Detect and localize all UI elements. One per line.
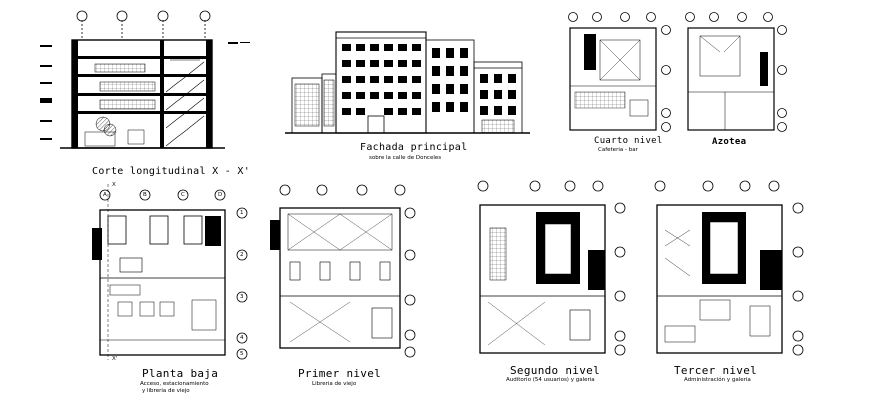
subtitle-tercer-nivel: Administración y galeria [684, 377, 751, 383]
subtitle-primer-nivel: Libreria de viejo [312, 381, 357, 387]
drawing-corte-longitudinal [40, 10, 250, 149]
drawing-fachada-principal [285, 31, 530, 134]
corte-axis-bubbles [76, 10, 211, 40]
axis-label-3: 3 [240, 294, 244, 300]
title-tercer-nivel: Tercer nivel [674, 364, 758, 377]
section-mark-x-prime: X' [112, 356, 118, 362]
axis-label-c: C [181, 192, 185, 198]
title-segundo-nivel: Segundo nivel [510, 364, 600, 377]
level-markers [40, 45, 52, 140]
azotea-axis-bubbles [685, 12, 787, 132]
segundo-axis-bubbles [477, 180, 626, 356]
drawing-primer-nivel [270, 184, 416, 358]
title-primer-nivel: Primer nivel [298, 367, 382, 380]
title-fachada-principal: Fachada principal [360, 142, 468, 153]
subtitle-planta-baja-2: y libreria de viejo [142, 388, 190, 394]
facade-middle-windows [432, 48, 468, 112]
axis-label-1: 1 [240, 210, 244, 216]
planta-baja-axis-bubbles [99, 189, 248, 360]
facade-left-windows [294, 79, 335, 127]
floor-slabs [72, 56, 212, 114]
axis-label-b: B [143, 192, 147, 198]
cuarto-axis-bubbles [568, 12, 671, 132]
title-cuarto-nivel: Cuarto nivel [594, 136, 663, 146]
axis-label-a: A [103, 192, 107, 198]
subtitle-planta-baja-1: Acceso, estacionamiento [140, 381, 209, 387]
subtitle-cuarto-nivel: Cafeteria - bar [598, 147, 638, 153]
drawing-azotea [685, 12, 787, 132]
auditorium-seats [489, 227, 507, 281]
primer-axis-bubbles [279, 184, 416, 358]
title-corte-longitudinal: Corte longitudinal X - X' [92, 166, 251, 177]
title-planta-baja: Planta baja [142, 367, 219, 380]
tercer-furniture [664, 299, 771, 343]
facade-right-windows [480, 74, 516, 115]
axis-label-2: 2 [240, 252, 244, 258]
subtitle-segundo-nivel: Auditorio (54 usuarios) y galeria [506, 377, 595, 383]
section-columns [72, 40, 212, 148]
tercer-axis-bubbles [654, 180, 804, 356]
drawing-cuarto-nivel [568, 12, 671, 132]
primer-shelves [289, 261, 391, 281]
drawing-planta-baja [92, 184, 248, 360]
section-stairs [165, 61, 205, 147]
axis-label-4: 4 [240, 335, 244, 341]
axis-label-5: 5 [240, 351, 244, 357]
drawing-segundo-nivel [477, 180, 626, 356]
level-ticks-right [228, 42, 250, 44]
facade-main-windows [342, 44, 421, 115]
axis-label-d: D [218, 192, 223, 198]
subtitle-fachada-principal: sobre la calle de Donceles [369, 155, 442, 161]
section-mark-x: X [112, 182, 116, 188]
section-furniture [84, 59, 200, 147]
title-azotea: Azotea [712, 137, 747, 147]
drawing-tercer-nivel [654, 180, 804, 356]
pb-furniture [100, 284, 225, 341]
